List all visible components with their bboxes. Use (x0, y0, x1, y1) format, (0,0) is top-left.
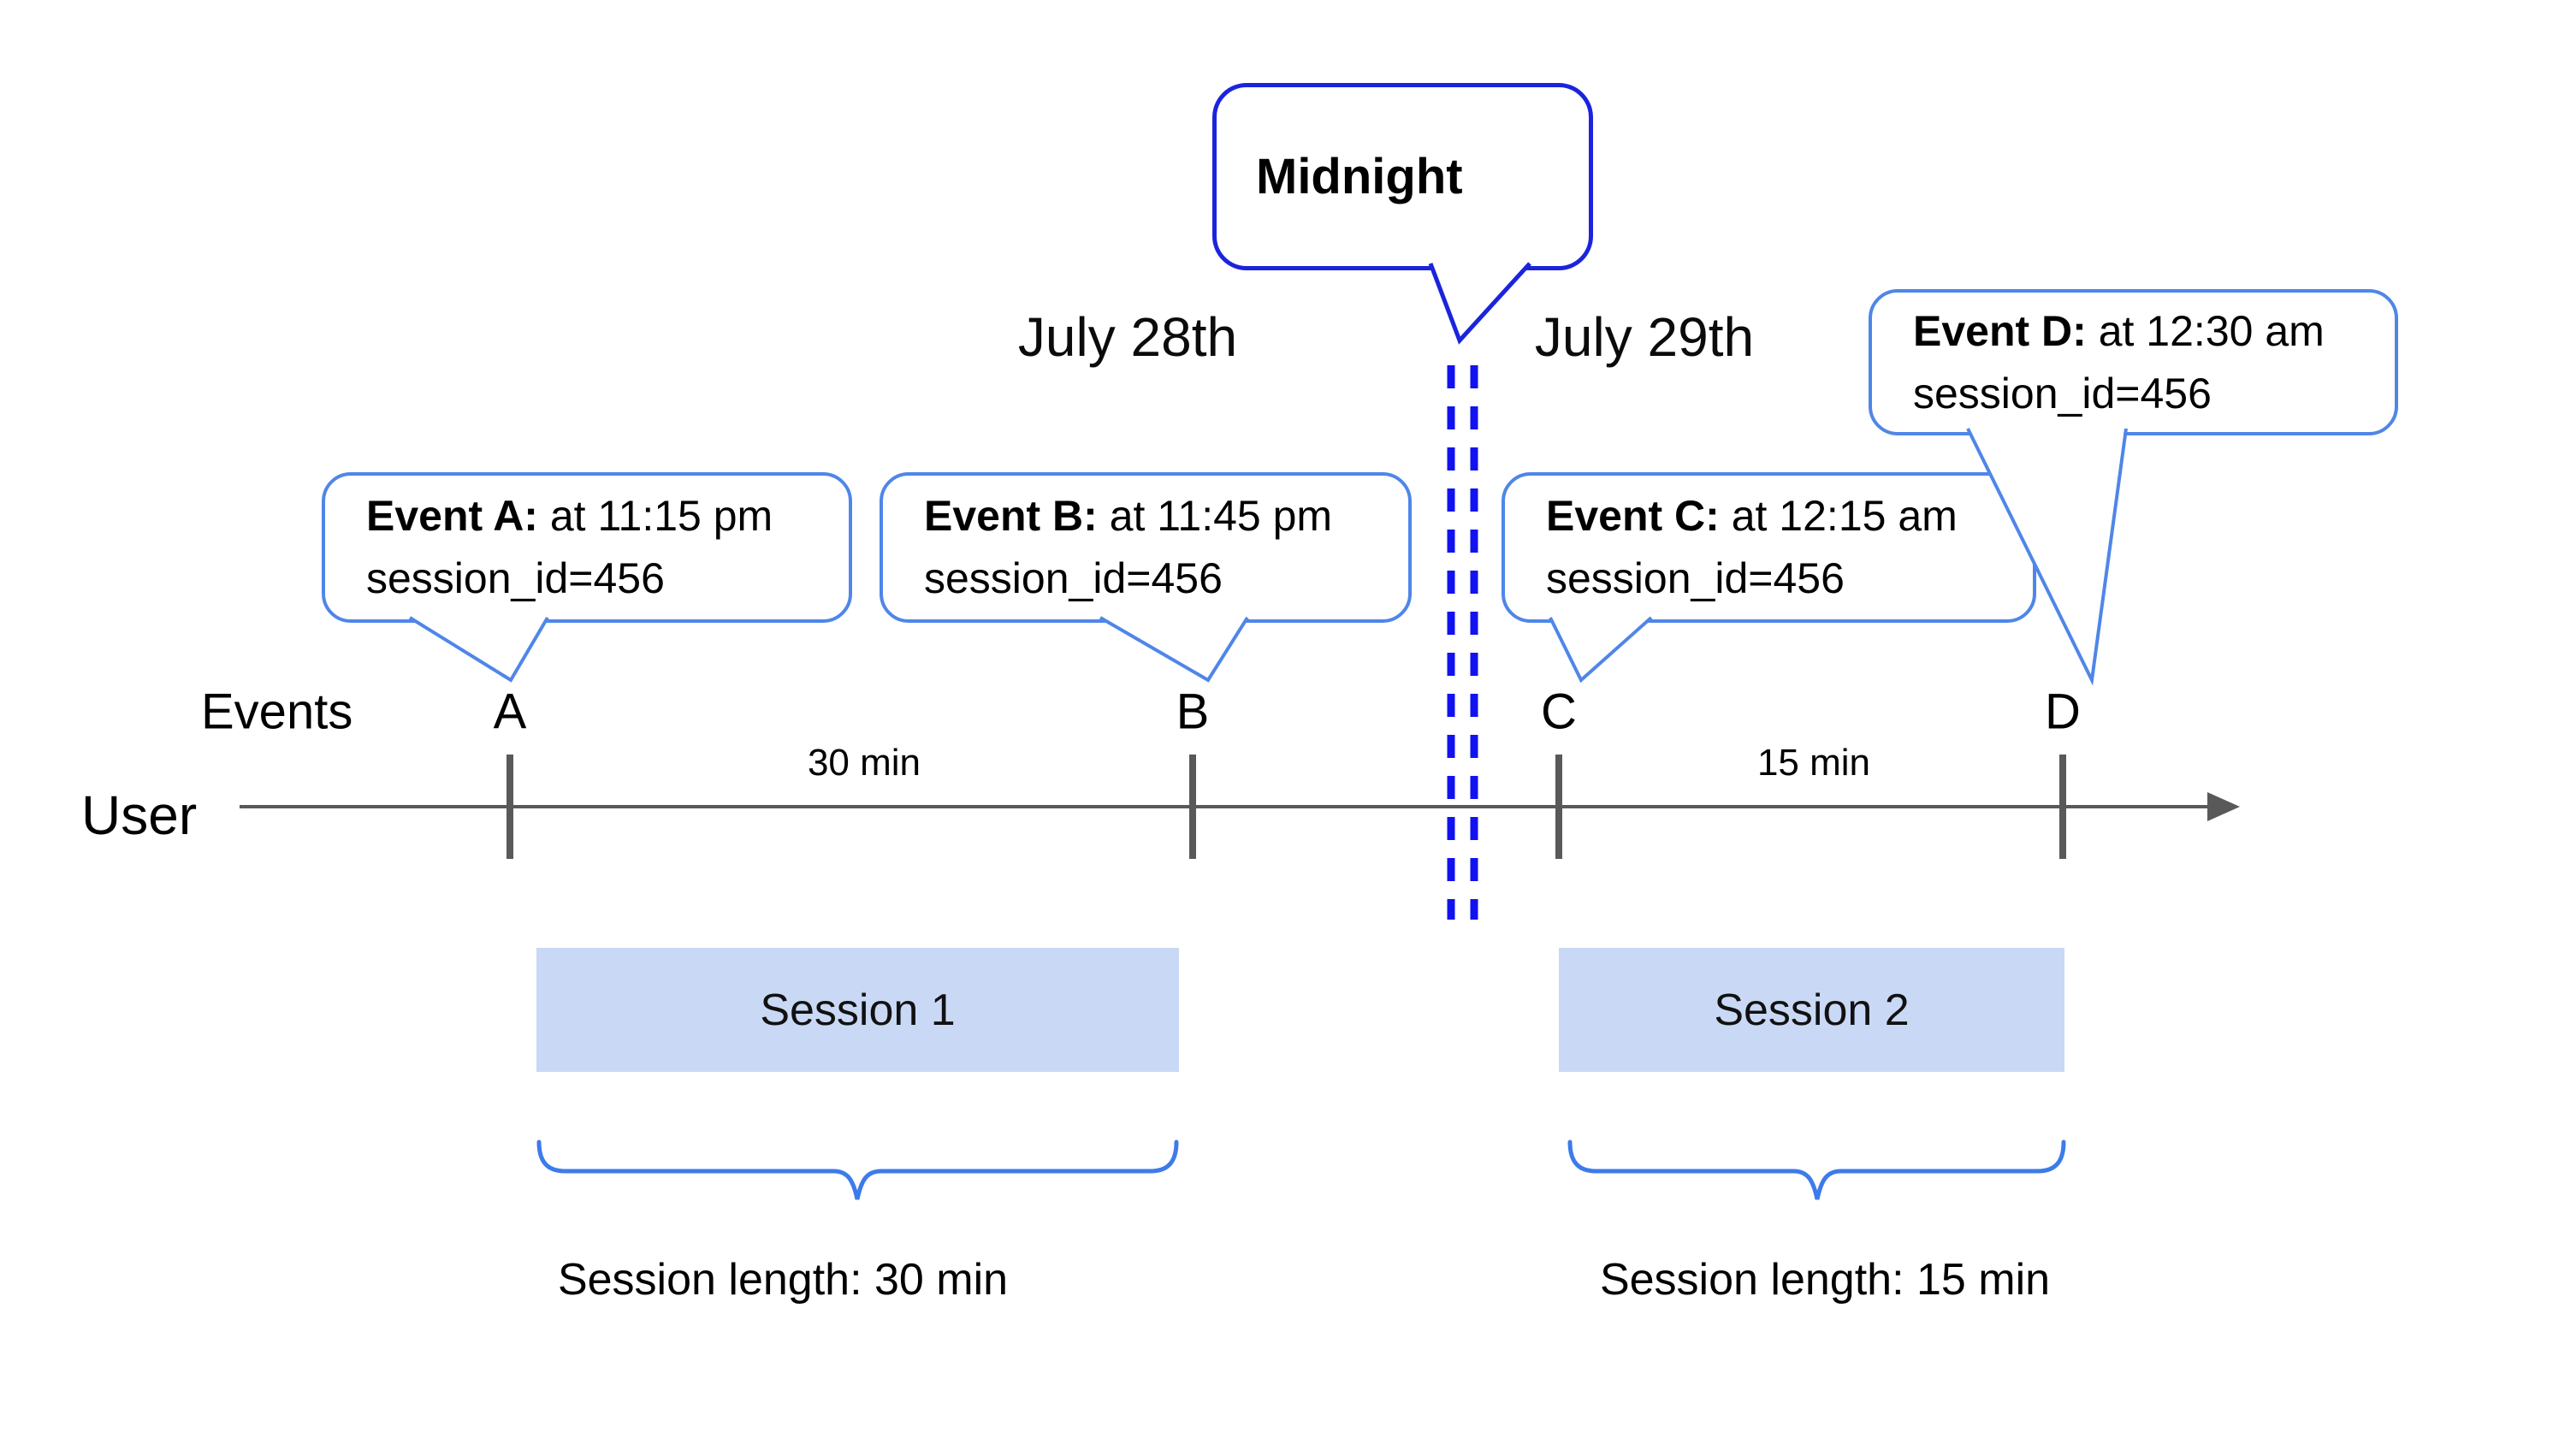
event-b-tail-stroke (1099, 616, 1249, 683)
date-july-28: July 28th (1017, 306, 1238, 368)
event-b-session-id: session_id=456 (924, 554, 1223, 602)
event-a-callout: Event A: at 11:15 pm session_id=456 (322, 472, 852, 623)
event-a-line1: Event A: at 11:15 pm (366, 492, 773, 540)
user-axis-label: User (81, 784, 198, 846)
date-july-29: July 29th (1534, 306, 1755, 368)
event-a-session-id: session_id=456 (366, 554, 665, 602)
event-a-tail-stroke (408, 616, 549, 683)
event-letter-c: C (1541, 684, 1577, 740)
session2-brace (1567, 1139, 2066, 1200)
event-c-tail-stroke (1549, 616, 1653, 684)
midnight-tail-stroke (1428, 262, 1531, 345)
event-c-callout: Event C: at 12:15 am session_id=456 (1502, 472, 2036, 623)
arrowhead-icon (2207, 792, 2240, 821)
midnight-callout: Midnight (1212, 83, 1593, 270)
interval-15min: 15 min (1756, 742, 1871, 784)
session1-brace (536, 1139, 1179, 1200)
event-b-tail (1102, 618, 1246, 680)
event-d-callout: Event D: at 12:30 am session_id=456 (1869, 289, 2398, 435)
event-c-line1: Event C: at 12:15 am (1546, 492, 1958, 540)
interval-30min: 30 min (807, 742, 921, 784)
event-d-session-id: session_id=456 (1913, 369, 2212, 417)
event-c-tail (1552, 618, 1650, 680)
event-b-callout: Event B: at 11:45 pm session_id=456 (880, 472, 1412, 623)
event-letter-d: D (2045, 684, 2081, 740)
session2-length-label: Session length: 15 min (1599, 1255, 2051, 1305)
session2-box: Session 2 (1559, 948, 2064, 1072)
event-letter-b: B (1176, 684, 1210, 740)
event-d-tail (1970, 429, 2124, 680)
event-c-session-id: session_id=456 (1546, 554, 1845, 602)
session1-length-label: Session length: 30 min (557, 1255, 1009, 1305)
midnight-tail (1432, 263, 1528, 340)
session2-label: Session 2 (1714, 985, 1910, 1035)
event-a-tail (412, 618, 546, 680)
event-b-line1: Event B: at 11:45 pm (924, 492, 1333, 540)
session1-box: Session 1 (536, 948, 1179, 1072)
event-d-line1: Event D: at 12:30 am (1913, 306, 2325, 355)
midnight-label: Midnight (1256, 149, 1463, 204)
event-letter-a: A (493, 684, 527, 740)
events-axis-label: Events (201, 684, 353, 740)
session1-label: Session 1 (760, 985, 956, 1035)
event-d-tail-stroke (1966, 428, 2128, 686)
